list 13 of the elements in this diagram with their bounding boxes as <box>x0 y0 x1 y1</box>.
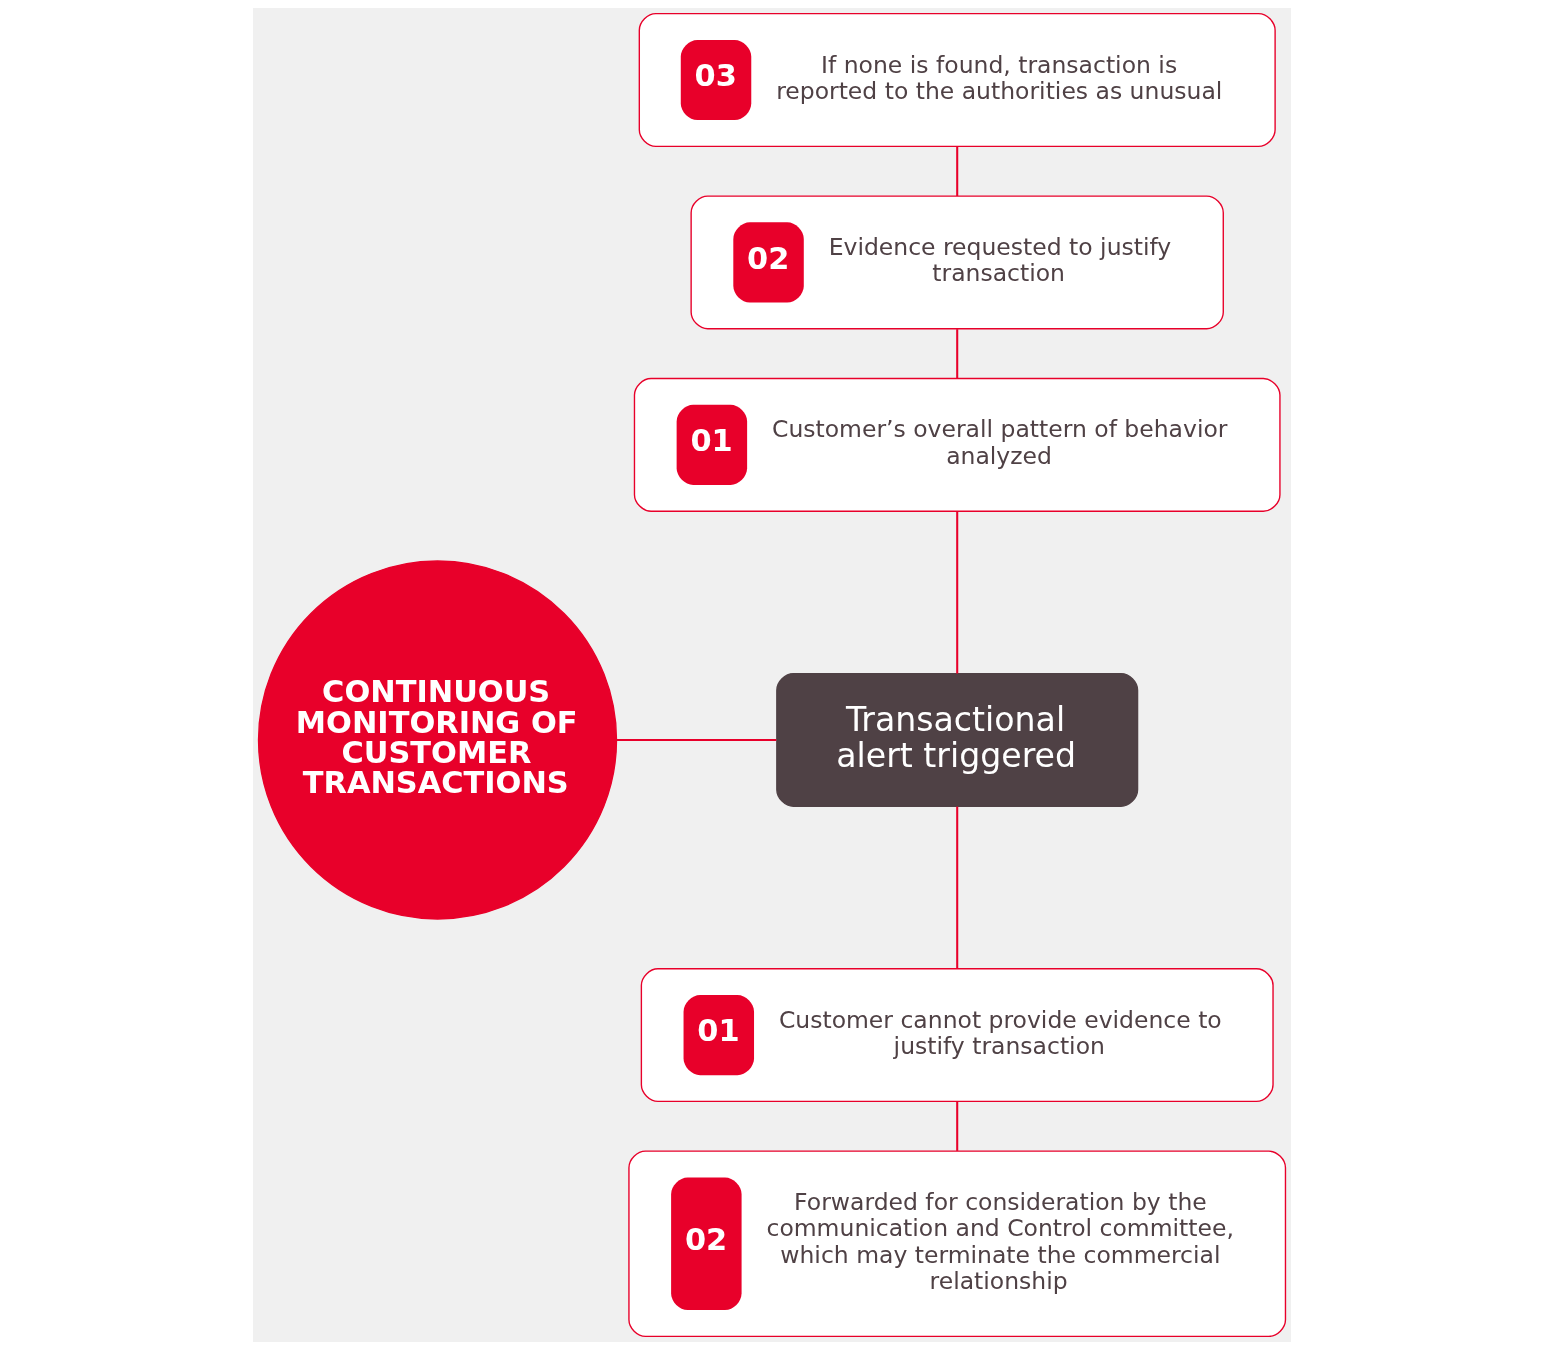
node-box: 02 Evidence requested to justify transaction <box>690 195 1224 330</box>
connector <box>956 1101 959 1151</box>
connector <box>956 806 959 969</box>
node-box: 01 Customer cannot provide evidence to justify transaction <box>640 968 1274 1103</box>
node-box: 02 Forwarded for consideration by the communication and Control committee, which may terminate the commercial relationship <box>628 1150 1287 1338</box>
connector <box>956 146 959 196</box>
connector <box>616 738 777 741</box>
node-circle: CONTINUOUS MONITORING OF CUSTOMER TRANSACTIONS <box>257 560 618 920</box>
connector <box>956 511 959 674</box>
connector <box>956 329 959 379</box>
node-box: 03 If none is found, transaction is reported to the authorities as unusual <box>638 12 1276 147</box>
node-box: 01 Customer’s overall pattern of behavior analyzed <box>633 377 1281 512</box>
node-box: Transactional alert triggered <box>776 672 1139 807</box>
